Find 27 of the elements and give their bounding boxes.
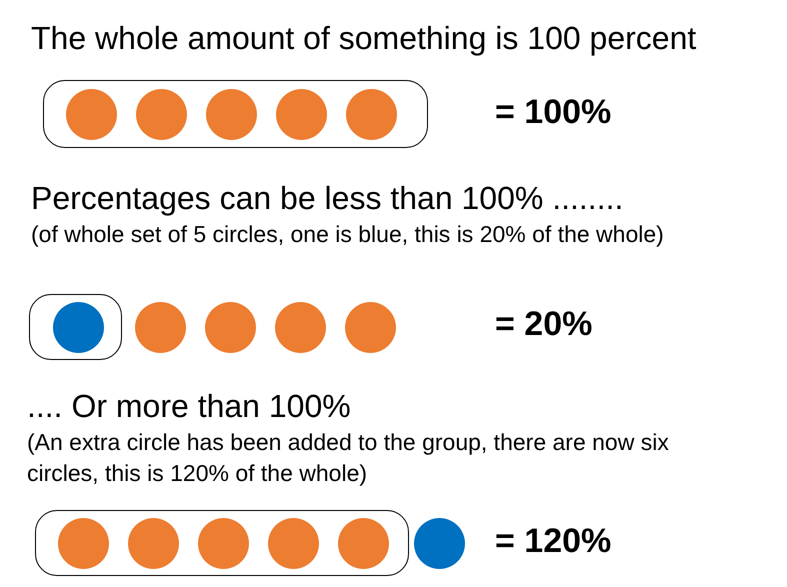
group-frame [29,294,122,360]
statement-text: The whole amount of something is 100 percent [31,19,696,58]
counting-circle [53,302,104,352]
percent-value: = 100% [495,92,612,133]
counting-circle [66,88,117,140]
counting-circle [275,302,326,352]
statement-text: Percentages can be less than 100% ........ [31,179,624,218]
counting-circle [136,88,187,140]
counting-circle [128,518,179,568]
statement-text: .... Or more than 100% [27,387,351,426]
counting-circle [58,518,109,568]
counting-circle [135,302,186,352]
counting-circle [205,302,256,352]
counting-circle [338,518,389,568]
percent-value: = 120% [495,521,612,562]
explanation-note: (An extra circle has been added to the group, there are now six circles, this is 120% of the whole) [27,428,670,488]
group-frame [43,80,428,148]
explanation-note: (of whole set of 5 circles, one is blue, this is 20% of the whole) [31,221,664,249]
counting-circle [414,518,465,568]
counting-circle [268,518,319,568]
counting-circle [276,88,327,140]
counting-circle [198,518,249,568]
percent-value: = 20% [495,304,592,345]
group-frame [35,510,409,576]
counting-circle [346,88,397,140]
counting-circle [206,88,257,140]
counting-circle [345,302,396,352]
